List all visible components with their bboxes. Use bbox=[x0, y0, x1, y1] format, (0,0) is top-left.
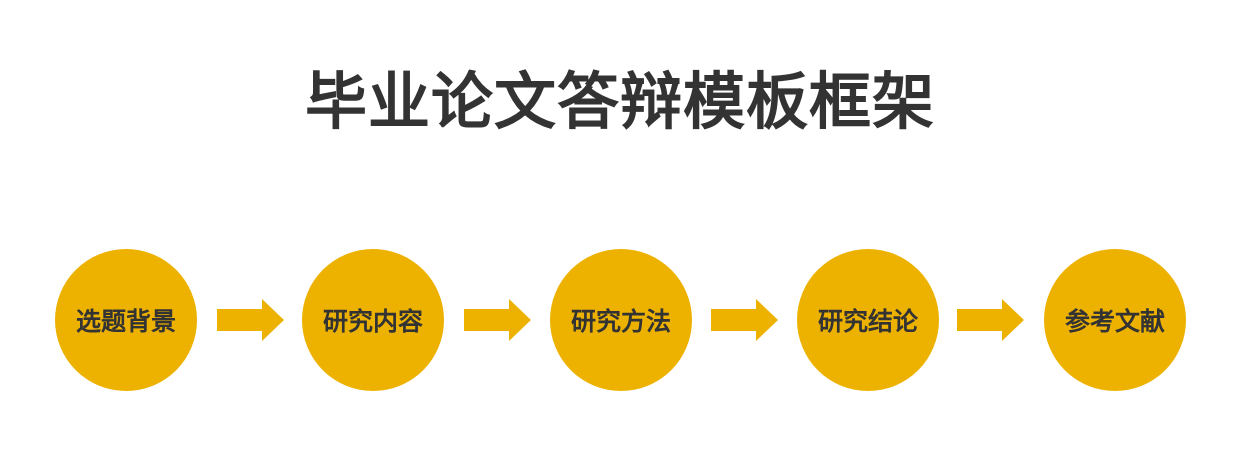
step-label: 研究结论 bbox=[817, 307, 918, 336]
arrow-right-icon bbox=[957, 299, 1024, 341]
page-title: 毕业论文答辩模板框架 bbox=[304, 65, 935, 138]
step-label: 研究内容 bbox=[322, 307, 423, 336]
arrow-right-icon bbox=[217, 299, 284, 341]
step-label: 选题背景 bbox=[75, 307, 176, 336]
arrow-right-icon bbox=[711, 299, 778, 341]
step-label: 参考文献 bbox=[1064, 307, 1165, 336]
step-circle-2: 研究内容 bbox=[302, 249, 444, 391]
step-circle-4: 研究结论 bbox=[797, 249, 939, 391]
step-circle-1: 选题背景 bbox=[55, 249, 197, 391]
step-circle-5: 参考文献 bbox=[1044, 249, 1186, 391]
arrow-right-icon bbox=[464, 299, 531, 341]
step-circle-3: 研究方法 bbox=[550, 249, 692, 391]
step-label: 研究方法 bbox=[570, 307, 671, 336]
